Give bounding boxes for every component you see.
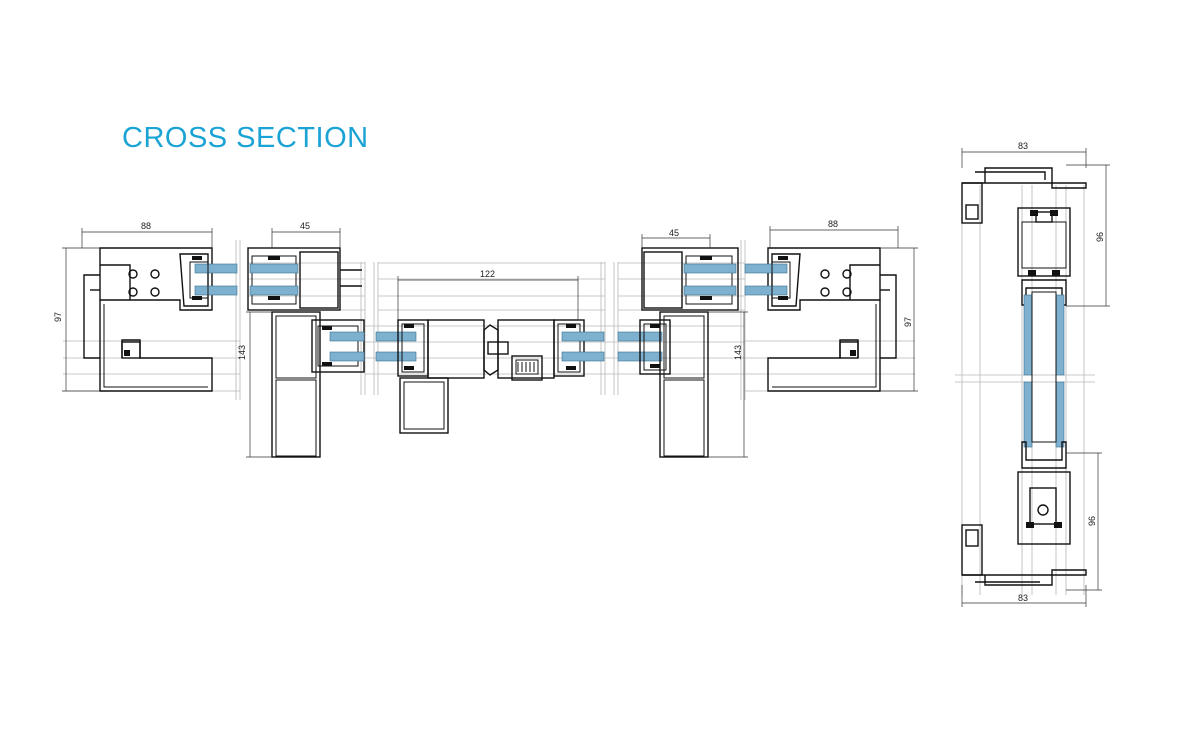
center-mullion-profile xyxy=(375,319,605,434)
page-title: CROSS SECTION xyxy=(122,122,369,154)
dim-vertical-bottom-width: 83 xyxy=(1018,593,1028,603)
right-sash-profile xyxy=(617,247,739,458)
dim-center-width: 122 xyxy=(480,269,495,279)
vertical-section-glass xyxy=(1023,291,1065,448)
right-frame-profile xyxy=(744,247,897,392)
vertical-section-top-profile xyxy=(961,167,1087,306)
dim-vertical-top-width: 83 xyxy=(1018,141,1028,151)
dimension-lines xyxy=(62,226,918,458)
dim-left-height: 97 xyxy=(53,312,63,322)
dim-right-sash-height: 143 xyxy=(733,345,743,360)
vertical-section-dimension-lines xyxy=(961,148,1110,607)
dim-left-width: 88 xyxy=(141,221,151,231)
dim-left-sash-height: 143 xyxy=(237,345,247,360)
left-sash-profile xyxy=(247,247,365,458)
vertical-section-bottom-profile xyxy=(961,441,1087,586)
dim-vertical-top-height: 96 xyxy=(1095,232,1105,242)
dim-right-sash-width: 45 xyxy=(669,228,679,238)
dim-right-height: 97 xyxy=(903,317,913,327)
dim-vertical-bottom-height: 96 xyxy=(1087,516,1097,526)
dim-left-sash-width: 45 xyxy=(300,221,310,231)
left-frame-profile xyxy=(83,247,238,392)
dim-right-width: 88 xyxy=(828,219,838,229)
